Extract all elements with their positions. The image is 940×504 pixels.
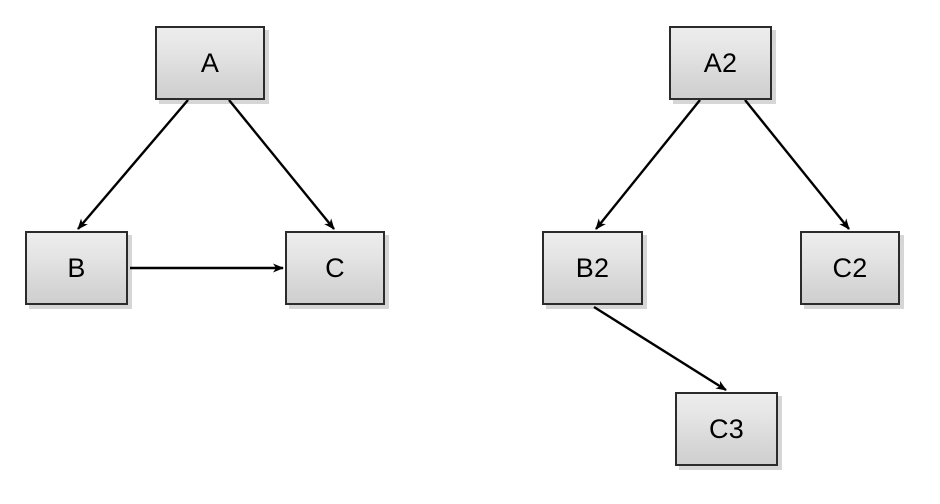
- node-label: A2: [703, 47, 738, 78]
- node-label: C3: [709, 413, 744, 444]
- edge-a2-c2: [744, 99, 850, 230]
- node-label: A: [200, 47, 220, 78]
- node-label: C2: [832, 252, 868, 283]
- edge-a-c: [228, 99, 335, 230]
- node-label: B: [67, 252, 86, 283]
- node-b[interactable]: B: [25, 231, 128, 305]
- node-c2[interactable]: C2: [800, 231, 900, 305]
- edge-a2-b2: [595, 99, 701, 230]
- node-label: B2: [575, 252, 610, 283]
- node-b2[interactable]: B2: [542, 231, 643, 305]
- edge-b2-c3: [593, 305, 727, 392]
- node-c[interactable]: C: [285, 231, 385, 305]
- edges-group: [77, 99, 850, 392]
- node-c3[interactable]: C3: [675, 392, 778, 466]
- node-label: C: [325, 252, 345, 283]
- node-a[interactable]: A: [155, 26, 265, 100]
- node-a2[interactable]: A2: [669, 26, 772, 100]
- edge-a-b: [77, 99, 189, 230]
